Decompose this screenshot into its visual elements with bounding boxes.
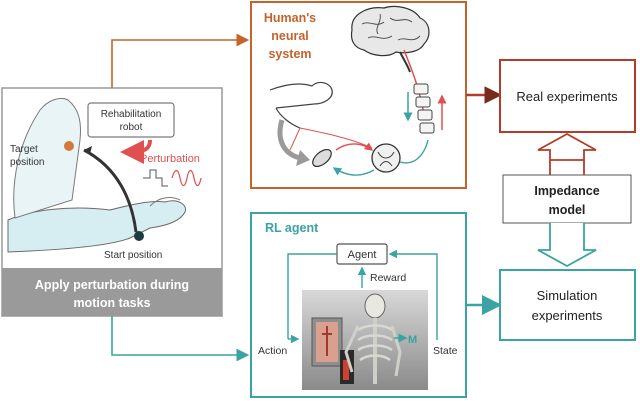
reward-label: Reward	[370, 272, 406, 284]
robot-label-box	[87, 102, 175, 138]
sine-signal-icon	[171, 169, 202, 187]
perturbation-label: Perturbation	[140, 153, 200, 165]
neural-panel: Human's neural system	[250, 1, 467, 189]
motion-arrow	[277, 119, 301, 161]
agent-label: Agent	[348, 249, 377, 261]
robot-label-line2: robot	[120, 122, 143, 133]
robot-label-line1: Rehabilitation	[101, 109, 162, 120]
impedance-model-box	[502, 174, 632, 224]
state-label: State	[433, 345, 458, 357]
vertebrae-icon	[413, 83, 435, 134]
step-signal-icon	[143, 169, 168, 187]
skeleton-simulation-image	[302, 290, 428, 390]
efferent-signal	[332, 167, 375, 176]
up-arrow-to-real	[537, 132, 597, 161]
down-arrow-to-simulation	[537, 223, 597, 268]
neural-title-line1: Human's	[264, 11, 316, 25]
caption-line1: Apply perturbation during	[35, 278, 189, 292]
simulation-line2: experiments	[532, 308, 603, 323]
state-line	[388, 249, 438, 340]
target-label-line1: Target	[10, 144, 38, 155]
muscle-icon	[312, 148, 332, 168]
right-panel: Real experiments Impedance model Simulat…	[499, 59, 636, 341]
left-panel: Rehabilitation robot Perturbation Target…	[1, 87, 223, 317]
cord-to-spine-signal	[399, 139, 429, 164]
arm-illustration	[7, 97, 187, 253]
simulation-line1: Simulation	[537, 288, 598, 303]
rl-panel: RL agent Agent Reward Action State M	[250, 212, 467, 398]
impedance-line2: model	[549, 203, 586, 217]
connector-left-to-rl	[111, 316, 250, 362]
perturbation-arrow	[120, 139, 152, 164]
spinal-pathway	[403, 49, 425, 116]
target-dot	[64, 141, 74, 151]
caption-line2: motion tasks	[73, 296, 150, 310]
afferent-signal	[335, 142, 374, 151]
neural-title-line3: system	[268, 47, 311, 61]
real-experiments-label: Real experiments	[516, 89, 618, 104]
target-label-line2: position	[10, 157, 44, 168]
nerve-pathway	[299, 127, 373, 149]
action-line	[287, 253, 337, 339]
impedance-line1: Impedance	[534, 184, 599, 198]
start-dot	[134, 231, 144, 241]
arm-drawing	[269, 81, 333, 151]
start-label: Start position	[104, 250, 162, 261]
rl-title: RL agent	[265, 221, 319, 235]
simulation-experiments-box	[499, 269, 636, 341]
m-label: M	[408, 334, 417, 346]
left-panel-caption-band	[2, 268, 222, 316]
brain-icon	[350, 5, 430, 73]
action-label: Action	[258, 345, 287, 357]
trajectory-curve	[83, 148, 138, 233]
neural-title-line2: neural	[271, 29, 309, 43]
connector-left-to-neural	[111, 33, 250, 88]
real-experiments-box	[499, 59, 636, 133]
